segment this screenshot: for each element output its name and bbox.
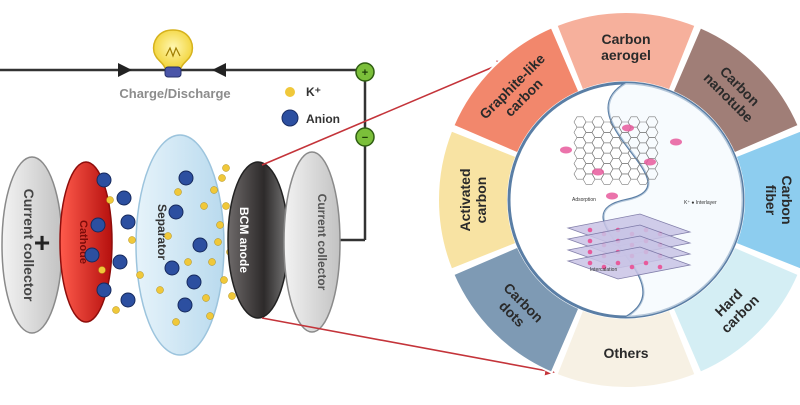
light-bulb-icon — [152, 29, 194, 78]
legend-k-ion-icon — [285, 87, 295, 97]
layered-carbon-icon — [566, 213, 692, 280]
graphene-lattice-icon — [560, 116, 682, 200]
anion-2 — [90, 217, 106, 233]
k-ion-0 — [106, 196, 114, 204]
legend-k-ion-label: K⁺ — [306, 85, 321, 99]
anion-0 — [96, 172, 112, 188]
k-ion-11 — [202, 294, 210, 302]
right-current-collector: Current collector — [283, 151, 341, 333]
anode-label: BCM anode — [237, 207, 251, 273]
adsorbed-ion-4 — [670, 138, 682, 146]
zoom-arrow-top — [261, 60, 507, 166]
k-ion-16 — [222, 202, 230, 210]
k-ion-15 — [210, 186, 218, 194]
mechanism-center: Adsorption Intercalation K⁺ ● Interlayer — [507, 81, 745, 319]
anion-5 — [112, 254, 128, 270]
anion-3 — [120, 214, 136, 230]
k-ion-20 — [228, 292, 236, 300]
external-circuit: + − — [0, 62, 375, 242]
anion-4 — [84, 247, 100, 263]
k-ion-4 — [136, 271, 144, 279]
anion-7 — [120, 292, 136, 308]
ion-legend: K⁺ Anion — [281, 85, 340, 127]
wheel-segment-label-2: Carbonfiber — [763, 176, 795, 225]
separator: Separator — [135, 134, 225, 356]
anion-10 — [192, 237, 208, 253]
legend-anion-label: Anion — [306, 112, 340, 126]
left-current-collector: Current collector — [1, 156, 63, 334]
adsorbed-ion-1 — [592, 168, 604, 176]
k-ion-17 — [214, 238, 222, 246]
adsorbed-ion-5 — [606, 192, 618, 200]
wheel-segment-label-6: Activatedcarbon — [457, 168, 489, 231]
anion-6 — [96, 282, 112, 298]
anion-11 — [164, 260, 180, 276]
intercalation-label: Intercalation — [590, 267, 617, 273]
adsorption-label: Adsorption — [572, 197, 596, 203]
terminal-top: + — [355, 62, 375, 82]
adsorbed-ion-2 — [622, 124, 634, 132]
wheel-segment-label-4: Others — [603, 345, 648, 361]
ion-cloud — [84, 164, 238, 326]
separator-label: Separator — [155, 204, 169, 260]
terminal-plus-sign: + — [362, 67, 368, 79]
k-ion-22 — [222, 164, 230, 172]
k-ion-9 — [184, 258, 192, 266]
k-ion-2 — [98, 266, 106, 274]
k-ion-13 — [216, 221, 224, 229]
adsorbed-ion-0 — [560, 146, 572, 154]
current-arrow-right-icon — [118, 63, 132, 77]
k-ion-7 — [164, 232, 172, 240]
charge-discharge-label: Charge/Discharge — [119, 86, 230, 101]
anion-8 — [178, 170, 194, 186]
k-ion-3 — [112, 306, 120, 314]
left-collector-label: Current collector — [21, 189, 37, 302]
current-arrow-left-icon — [212, 63, 226, 77]
anion-1 — [116, 190, 132, 206]
anion-9 — [168, 204, 184, 220]
legend-anion-icon — [281, 109, 299, 127]
anion-12 — [186, 274, 202, 290]
cathode: Cathode — [59, 161, 113, 323]
positive-sign: + — [34, 227, 50, 258]
right-collector-label: Current collector — [315, 194, 329, 291]
anion-13 — [177, 297, 193, 313]
k-ion-10 — [156, 286, 164, 294]
terminal-bottom: − — [355, 127, 375, 147]
k-ion-21 — [206, 312, 214, 320]
adsorbed-ion-3 — [644, 158, 656, 166]
k-ion-19 — [220, 276, 228, 284]
k-ion-1 — [128, 236, 136, 244]
k-ion-8 — [208, 258, 216, 266]
k-ion-5 — [174, 188, 182, 196]
mechanism-key: K⁺ ● Interlayer — [684, 200, 717, 206]
k-ion-12 — [172, 318, 180, 326]
zoom-arrow-bottom — [261, 317, 555, 376]
k-ion-14 — [218, 174, 226, 182]
terminal-minus-sign: − — [362, 132, 368, 144]
k-ion-6 — [200, 202, 208, 210]
bcm-anode: BCM anode — [227, 161, 289, 319]
